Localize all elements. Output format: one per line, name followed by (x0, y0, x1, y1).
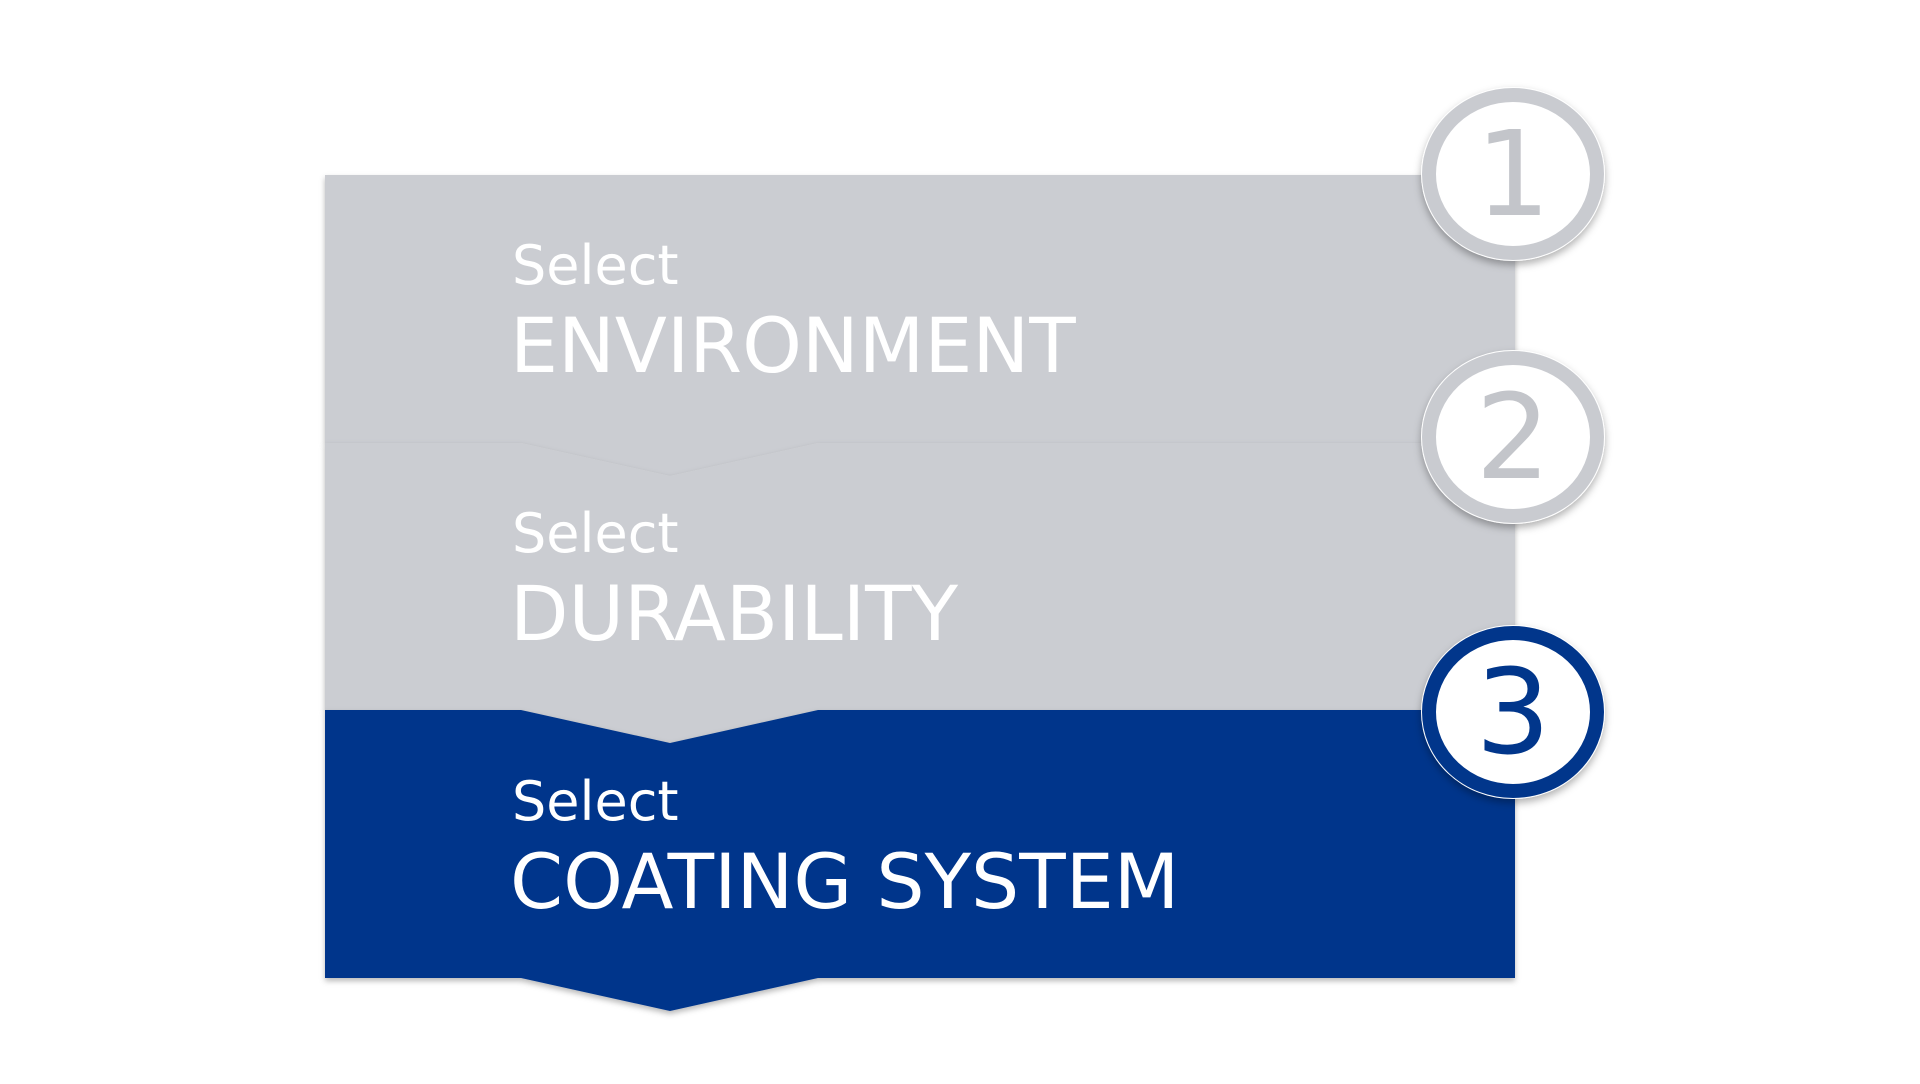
step-3-badge-ring (1422, 626, 1604, 798)
step-3[interactable]: Select COATING SYSTEM (325, 710, 1515, 1011)
step-1-panel (325, 175, 1515, 476)
step-2-title: DURABILITY (510, 569, 959, 658)
step-3-panel (325, 710, 1515, 1011)
step-1-badge-ring (1422, 88, 1604, 260)
step-2[interactable]: Select DURABILITY (325, 443, 1515, 743)
step-2-panel (325, 443, 1515, 743)
step-1-title: ENVIRONMENT (510, 301, 1076, 390)
step-2-number-badge: 2 (1421, 350, 1605, 524)
step-2-badge-ring (1422, 351, 1604, 523)
step-2-prefix: Select (512, 502, 679, 565)
step-3-number: 3 (1475, 643, 1550, 781)
step-3-title: COATING SYSTEM (510, 837, 1179, 926)
step-1-number: 1 (1475, 105, 1550, 243)
step-1-number-badge: 1 (1421, 87, 1605, 261)
step-1-prefix: Select (512, 234, 679, 297)
step-3-prefix: Select (512, 770, 679, 833)
step-1[interactable]: Select ENVIRONMENT (325, 175, 1515, 476)
step-3-number-badge: 3 (1421, 625, 1605, 799)
step-2-number: 2 (1475, 368, 1550, 506)
